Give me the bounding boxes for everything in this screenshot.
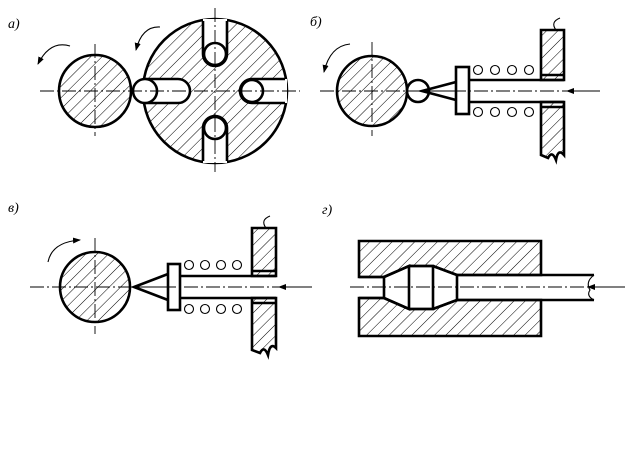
panel-a-label: а) (8, 17, 20, 32)
panel-b: б) (310, 15, 600, 165)
plunger-flange (454, 65, 471, 116)
panel-v: в) (8, 201, 312, 360)
spring (183, 259, 243, 315)
panel-g: г) (322, 203, 625, 338)
housing-wall (539, 17, 566, 165)
rotation-arrow-icon (37, 44, 71, 65)
panel-g-label: г) (322, 203, 332, 218)
nozzle-body (357, 239, 543, 338)
panel-a: а) (8, 8, 300, 172)
rotation-arrow-icon (322, 43, 351, 73)
panel-v-label: в) (8, 201, 19, 216)
spring (472, 64, 535, 118)
panel-b-label: б) (310, 15, 322, 30)
pin (457, 273, 594, 302)
rotation-arrow-icon (47, 237, 81, 263)
rotation-arrow-icon (134, 26, 161, 51)
housing-wall (250, 215, 278, 360)
